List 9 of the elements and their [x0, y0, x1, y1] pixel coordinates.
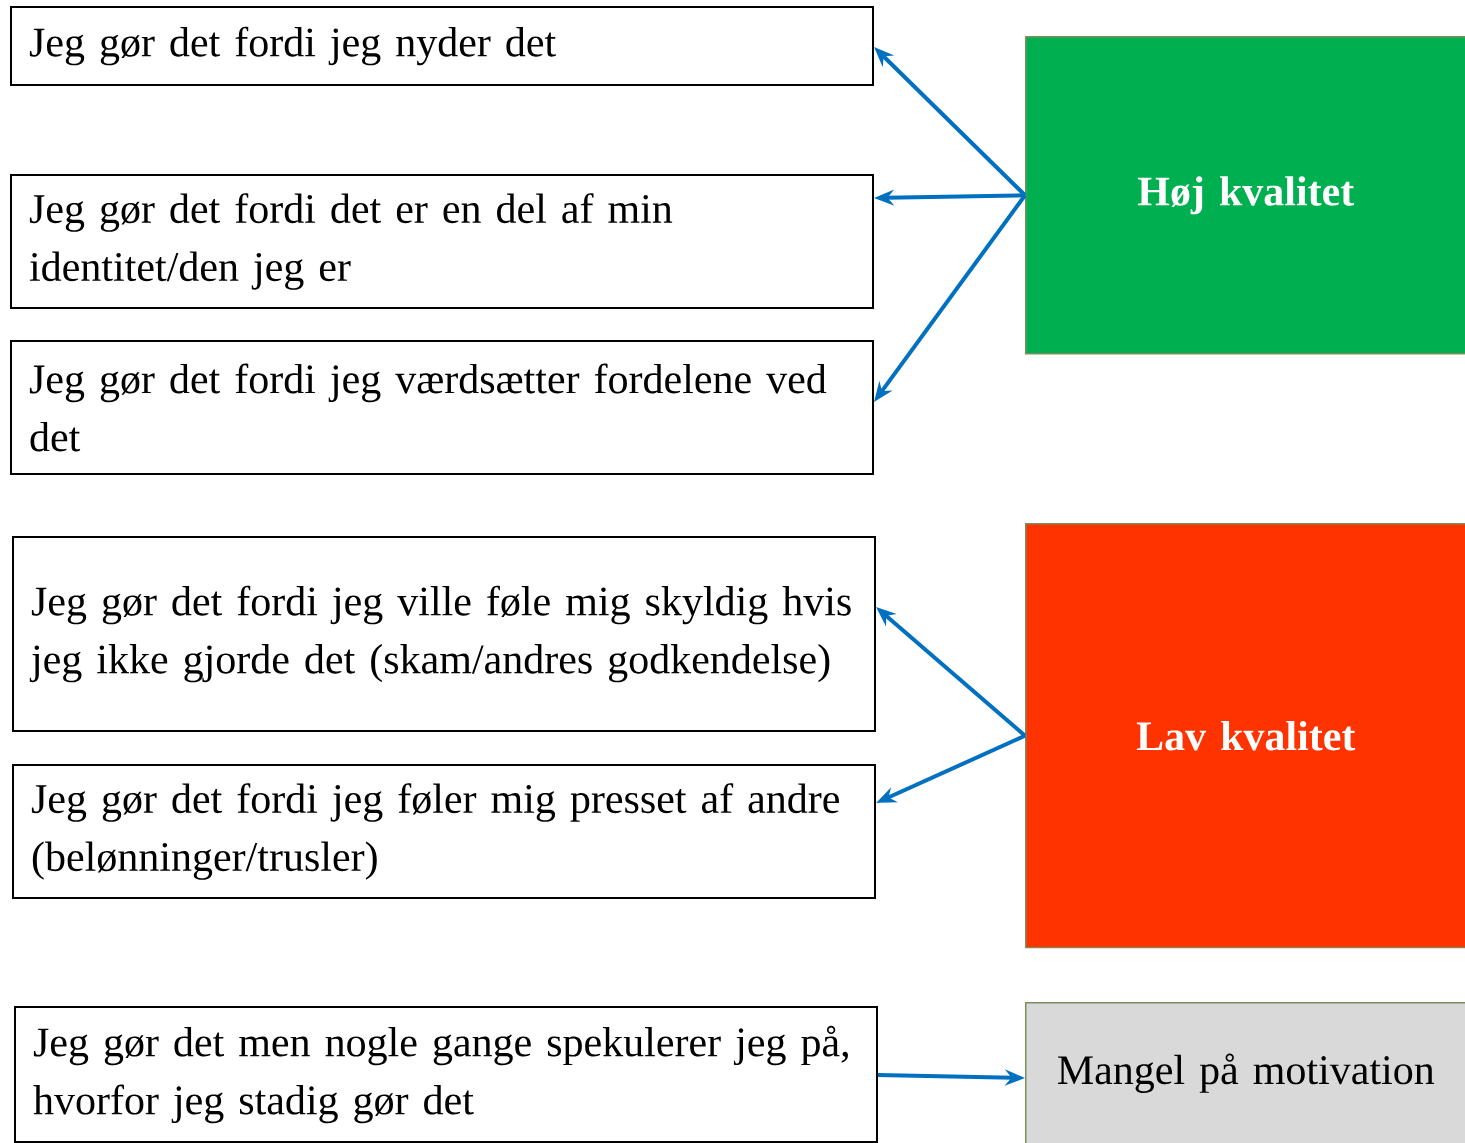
quality-box: Lav kvalitet: [1025, 523, 1465, 949]
statement-box: Jeg gør det fordi jeg ville føle mig skyldig hvis jeg ikke gjorde det (skam/andres godkendelse): [12, 536, 876, 732]
statement-box: Jeg gør det men nogle gange spekulerer jeg på, hvorfor jeg stadig gør det: [14, 1006, 878, 1143]
statement-box: Jeg gør det fordi det er en del af min identitet/den jeg er: [10, 174, 874, 309]
statement-box: Jeg gør det fordi jeg nyder det: [10, 6, 874, 86]
quality-box: Høj kvalitet: [1025, 36, 1465, 355]
statement-box: Jeg gør det fordi jeg værdsætter fordelene ved det: [10, 340, 874, 475]
statement-box: Jeg gør det fordi jeg føler mig presset af andre (belønninger/trusler): [12, 764, 876, 899]
motivation-box: Mangel på motivation: [1025, 1002, 1465, 1143]
